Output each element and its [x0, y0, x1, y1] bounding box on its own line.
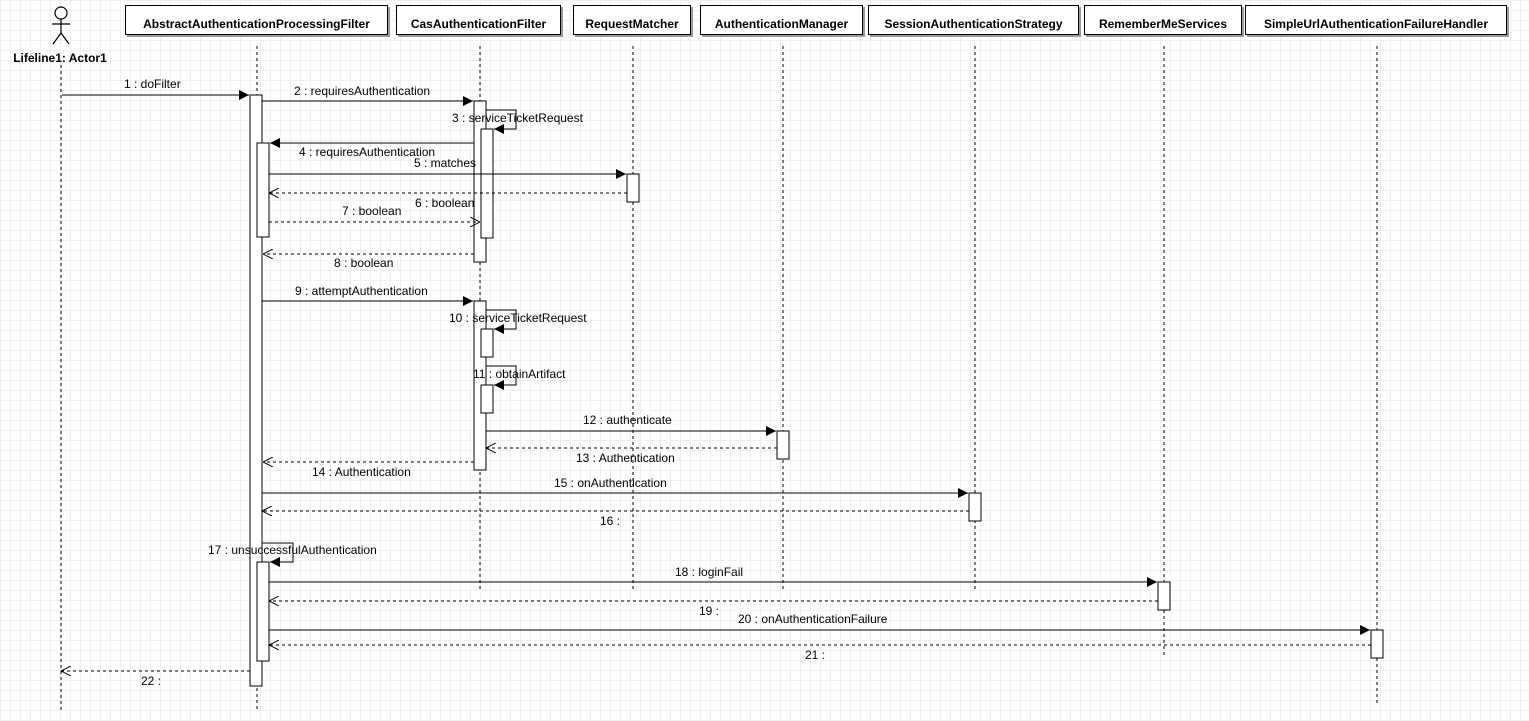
message-label-19: 19 : — [699, 604, 720, 618]
activation-am — [776, 430, 790, 460]
message-arrow-3 — [486, 109, 517, 134]
lifeline-box-rms: RememberMeServices — [1084, 5, 1242, 35]
message-label-2: 2 : requiresAuthentication — [294, 84, 431, 98]
activation-rm — [626, 173, 640, 203]
message-label-10: 10 : serviceTicketRequest — [449, 311, 587, 325]
message-label-7: 7 : boolean — [342, 204, 402, 218]
message-label-4: 4 : requiresAuthentication — [299, 145, 436, 159]
lifeline-title-rm: RequestMatcher — [585, 17, 679, 31]
activation-caf-self-3 — [480, 128, 494, 239]
message-label-6: 6 : boolean — [415, 196, 475, 210]
message-label-17: 17 : unsuccessfulAuthentication — [208, 543, 377, 557]
lifeline-title-apf: AbstractAuthenticationProcessingFilter — [143, 17, 370, 31]
actor-label: Lifeline1: Actor1 — [13, 51, 107, 65]
lifeline-box-am: AuthenticationManager — [700, 5, 863, 35]
lifeline-title-fh: SimpleUrlAuthenticationFailureHandler — [1263, 17, 1489, 31]
lifeline-box-sas: SessionAuthenticationStrategy — [868, 5, 1079, 35]
stick-figure-icon — [52, 6, 70, 45]
message-label-1: 1 : doFilter — [124, 77, 181, 91]
activation-caf-self-11 — [480, 384, 494, 414]
activation-apf-main — [249, 94, 263, 687]
lifeline-title-caf: CasAuthenticationFilter — [410, 17, 547, 31]
lifeline-box-apf: AbstractAuthenticationProcessingFilter — [125, 5, 388, 35]
message-label-20: 20 : onAuthenticationFailure — [738, 612, 888, 626]
message-label-14: 14 : Authentication — [312, 465, 411, 479]
lifeline-title-sas: SessionAuthenticationStrategy — [884, 17, 1063, 31]
message-arrow-17 — [262, 542, 294, 567]
activation-rms — [1157, 581, 1171, 611]
message-arrow-10 — [486, 309, 517, 334]
message-label-12: 12 : authenticate — [583, 413, 672, 427]
message-label-13: 13 : Authentication — [576, 451, 675, 465]
message-arrow-11 — [486, 365, 517, 390]
activation-bars — [249, 94, 1384, 687]
lifeline-box-fh: SimpleUrlAuthenticationFailureHandler — [1245, 5, 1507, 35]
activation-apf-self-17 — [256, 561, 270, 662]
message-label-11: 11 : obtainArtifact — [473, 367, 566, 381]
activation-sas — [968, 492, 982, 522]
message-arrows — [61, 90, 1371, 671]
message-label-22: 22 : — [141, 674, 162, 688]
message-label-18: 18 : loginFail — [675, 565, 744, 579]
message-label-3: 3 : serviceTicketRequest — [452, 111, 583, 125]
message-label-5: 5 : matches — [414, 156, 477, 170]
lifeline-box-caf: CasAuthenticationFilter — [396, 5, 561, 35]
message-label-9: 9 : attemptAuthentication — [295, 284, 428, 298]
lifeline-box-rm: RequestMatcher — [573, 5, 691, 35]
message-label-21: 21 : — [805, 648, 826, 662]
activation-fh — [1370, 629, 1384, 659]
activation-apf-callback-4 — [256, 142, 270, 238]
message-label-8: 8 : boolean — [334, 256, 394, 270]
lifeline-title-am: AuthenticationManager — [714, 17, 849, 31]
lifeline-title-rms: RememberMeServices — [1098, 17, 1228, 31]
message-label-15: 15 : onAuthentication — [554, 476, 667, 490]
activation-caf-self-10 — [480, 328, 494, 358]
message-label-16: 16 : — [600, 514, 621, 528]
